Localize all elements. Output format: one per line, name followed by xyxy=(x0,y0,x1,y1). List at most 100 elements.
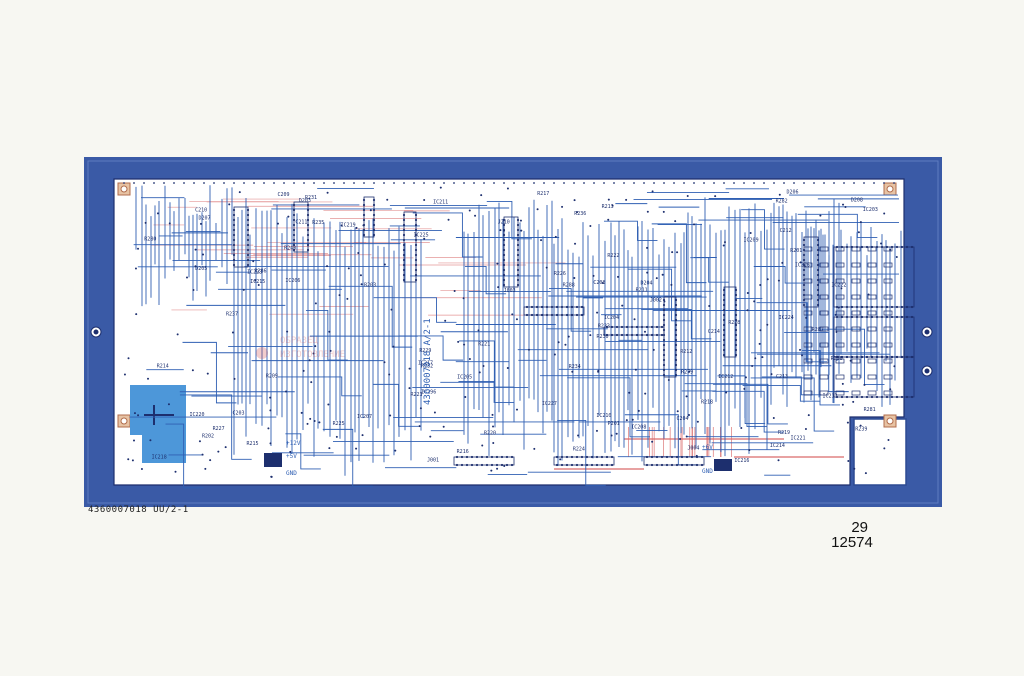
pad xyxy=(910,315,914,319)
trace xyxy=(690,257,729,283)
pad xyxy=(362,203,366,207)
via xyxy=(577,434,580,437)
component-designator: C203 xyxy=(232,411,244,417)
pad xyxy=(590,463,594,467)
pad xyxy=(650,463,654,467)
via xyxy=(213,182,215,184)
ic-footprint xyxy=(803,236,819,308)
pad xyxy=(670,455,674,459)
via xyxy=(224,446,227,449)
pad xyxy=(414,238,418,242)
pad xyxy=(855,315,859,319)
via xyxy=(778,193,781,196)
pad xyxy=(865,355,869,359)
via xyxy=(340,224,343,227)
pad xyxy=(560,305,564,309)
pad xyxy=(722,303,726,307)
pad xyxy=(246,253,250,257)
pad xyxy=(895,355,899,359)
via xyxy=(893,365,896,368)
pad xyxy=(816,298,820,302)
pad xyxy=(516,268,520,272)
pad xyxy=(860,395,864,399)
pad xyxy=(402,273,406,277)
component-designator: IC211 xyxy=(433,200,448,206)
component-designator: R219 xyxy=(778,430,790,436)
pad xyxy=(645,463,649,467)
via xyxy=(433,182,435,184)
pad xyxy=(802,253,806,257)
component-designator: R286 xyxy=(255,269,267,275)
via xyxy=(511,313,514,316)
component-designator: R230 xyxy=(596,334,608,340)
pad xyxy=(540,305,544,309)
pad xyxy=(575,463,579,467)
pad xyxy=(802,303,806,307)
via xyxy=(174,470,177,473)
via xyxy=(849,359,852,362)
via xyxy=(131,459,134,462)
pad xyxy=(372,198,376,202)
via xyxy=(637,409,640,412)
pad xyxy=(734,343,738,347)
via xyxy=(889,248,892,251)
via xyxy=(270,475,273,478)
pad xyxy=(722,313,726,317)
pad xyxy=(414,243,418,247)
via xyxy=(429,435,432,438)
pad xyxy=(734,288,738,292)
pad xyxy=(470,455,474,459)
via xyxy=(662,210,665,213)
via xyxy=(491,413,494,416)
via xyxy=(423,182,425,184)
pad xyxy=(610,333,614,337)
pad xyxy=(414,233,418,237)
trace xyxy=(784,331,849,393)
component-designator: IC208 xyxy=(631,424,646,430)
component-designator: C212 xyxy=(780,228,792,234)
via xyxy=(323,182,325,184)
pad xyxy=(895,245,899,249)
pad xyxy=(246,258,250,262)
pad xyxy=(246,228,250,232)
component-designator: R288 xyxy=(563,283,575,289)
via xyxy=(646,246,649,249)
pad xyxy=(292,203,296,207)
component-designator: R239 xyxy=(855,426,867,432)
via xyxy=(867,293,870,296)
via xyxy=(597,369,600,372)
pad xyxy=(516,278,520,282)
pad xyxy=(674,343,678,347)
via xyxy=(388,373,391,376)
component-designator: IC223 xyxy=(247,269,262,275)
pad xyxy=(662,338,666,342)
via xyxy=(625,198,628,201)
via xyxy=(783,182,785,184)
trace xyxy=(684,383,767,428)
resistor-footprint xyxy=(835,342,845,348)
via xyxy=(206,372,209,375)
component-designator: R223 xyxy=(410,392,422,398)
via xyxy=(634,368,637,371)
via xyxy=(442,425,445,428)
pad xyxy=(565,305,569,309)
via xyxy=(149,439,152,442)
via xyxy=(883,182,885,184)
pad xyxy=(580,455,584,459)
pad xyxy=(372,203,376,207)
pad xyxy=(500,455,504,459)
pad xyxy=(510,463,514,467)
ic-footprint xyxy=(523,306,585,316)
component-designator: R225 xyxy=(333,421,345,427)
resistor-footprint xyxy=(835,310,845,316)
resistor-footprint xyxy=(819,374,829,380)
pad xyxy=(674,363,678,367)
frame-screw-left xyxy=(90,326,102,338)
via xyxy=(852,400,855,403)
pad xyxy=(662,333,666,337)
via xyxy=(457,340,460,343)
pad xyxy=(816,253,820,257)
pad xyxy=(516,263,520,267)
resistor-footprint xyxy=(803,374,813,380)
